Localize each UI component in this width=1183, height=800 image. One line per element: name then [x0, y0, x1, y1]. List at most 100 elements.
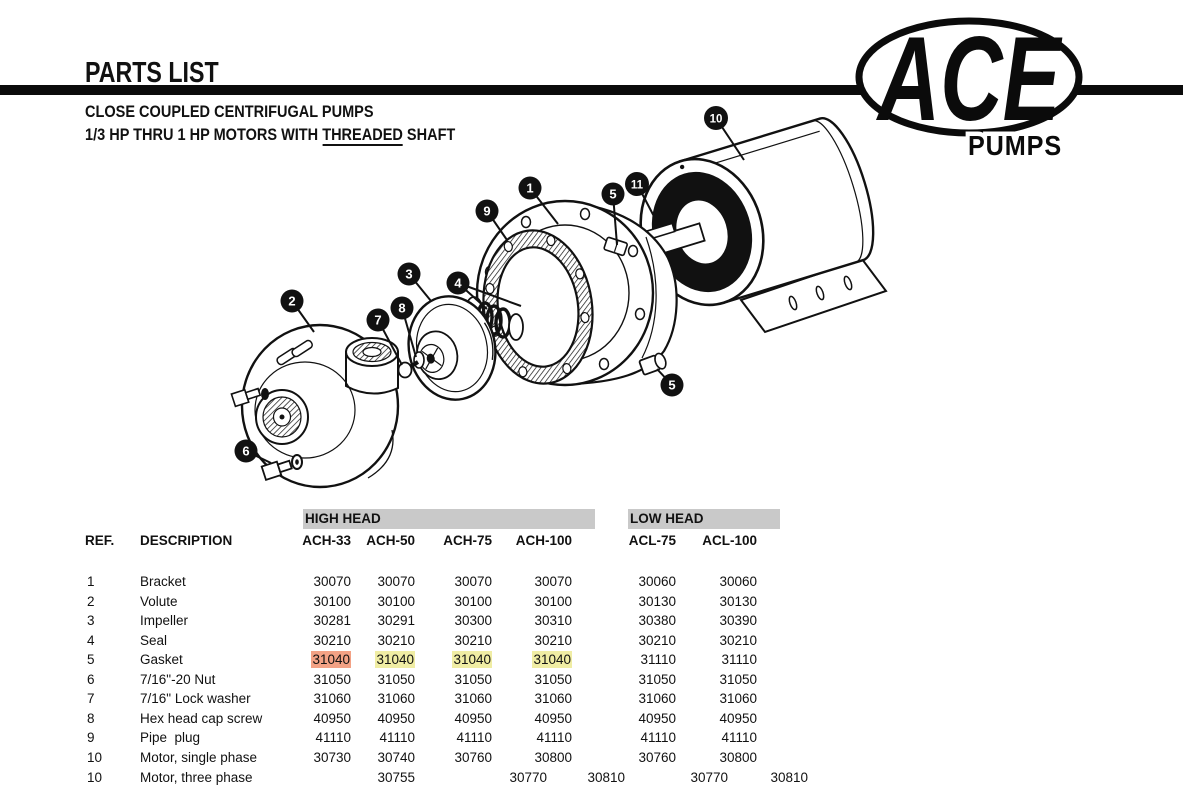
callout-7: 7 — [366, 308, 403, 366]
part-number-cell: 31060 — [377, 691, 415, 707]
part-number-cell: 30800 — [719, 749, 757, 765]
part-number-cell: 31050 — [534, 671, 572, 687]
title-rule — [0, 85, 1183, 95]
description-cell: 7/16"-20 Nut — [140, 671, 216, 687]
svg-text:1: 1 — [526, 181, 533, 196]
ref-cell: 8 — [87, 710, 95, 726]
callout-2: 2 — [280, 289, 315, 333]
part-number-cell: 40950 — [638, 710, 676, 726]
part-number-cell: 30740 — [377, 749, 415, 765]
logo-ellipse — [855, 17, 1083, 137]
ref-cell: 4 — [87, 632, 95, 648]
svg-text:6: 6 — [242, 444, 249, 459]
callout-6: 6 — [234, 439, 272, 464]
part-number-cell: 30800 — [534, 749, 572, 765]
part-number-cell: 30770 — [509, 769, 547, 785]
description-cell: 7/16" Lock washer — [140, 691, 251, 707]
ref-cell: 1 — [87, 574, 95, 589]
part-number-cell: 31040 — [351, 650, 415, 670]
part-number-cell: 31060 — [534, 691, 572, 707]
part-number-cell: 30100 — [534, 593, 572, 609]
part-number-cell: 41110 — [640, 730, 676, 746]
callout-3: 3 — [397, 262, 432, 302]
part-number-cell: 30210 — [454, 632, 492, 648]
part-number-cell: 31060 — [313, 691, 351, 707]
part-number-cell: 30100 — [454, 593, 492, 609]
ace-pumps-logo: ACE PUMPS — [855, 12, 1083, 166]
column-header-ach-33: ACH-33 — [302, 533, 351, 548]
part-number-cell: 30390 — [719, 613, 757, 629]
part-number-cell: 41110 — [315, 730, 351, 746]
part-number-cell: 30810 — [587, 769, 625, 785]
part-number-cell: 31110 — [721, 652, 757, 668]
svg-text:10: 10 — [710, 114, 723, 126]
ref-cell: 5 — [87, 652, 95, 668]
group-header-low-head: LOW HEAD — [628, 509, 780, 529]
part-number-cell: 30760 — [454, 749, 492, 765]
svg-text:9: 9 — [483, 204, 490, 219]
svg-text:5: 5 — [668, 378, 675, 393]
motor-drawing — [636, 117, 888, 334]
part-number-cell: 41110 — [456, 730, 492, 746]
callout-4: 4 — [446, 271, 522, 310]
svg-text:8: 8 — [398, 301, 405, 316]
part-number-cell: 30810 — [770, 769, 808, 785]
description-cell: Bracket — [140, 574, 186, 589]
part-number-cell: 31050 — [454, 671, 492, 687]
part-number-cell: 30130 — [638, 593, 676, 609]
subtitle-line-1: CLOSE COUPLED CENTRIFUGAL PUMPS — [85, 103, 374, 121]
part-number-cell: 30100 — [313, 593, 351, 609]
part-number-cell: 30760 — [638, 749, 676, 765]
ref-cell: 2 — [87, 593, 95, 609]
part-number-cell: 31050 — [638, 671, 676, 687]
part-number-cell: 40950 — [534, 710, 572, 726]
part-number-cell: 30210 — [638, 632, 676, 648]
callout-5: 5 — [601, 182, 625, 246]
part-number-cell: 30300 — [454, 613, 492, 629]
description-cell: Pipe plug — [140, 730, 201, 746]
search-highlight-match: 31040 — [375, 651, 415, 669]
description-cell: Volute — [140, 593, 178, 609]
description-cell: Motor, three phase — [140, 769, 253, 785]
part-number-cell: 31050 — [719, 671, 757, 687]
part-number-cell: 30755 — [377, 769, 415, 785]
part-number-cell: 40950 — [719, 710, 757, 726]
callout-11: 11 — [625, 172, 659, 225]
part-number-cell: 30310 — [534, 613, 572, 629]
part-number-cell: 30291 — [377, 613, 415, 629]
logo-word-text: PUMPS — [968, 130, 1062, 162]
svg-text:3: 3 — [405, 267, 412, 282]
part-number-cell: 30070 — [534, 574, 572, 589]
part-number-cell: 30070 — [377, 574, 415, 589]
part-number-cell: 31040 — [287, 650, 351, 670]
ref-cell: 3 — [87, 613, 95, 629]
part-number-cell: 30281 — [313, 613, 351, 629]
part-number-cell: 30070 — [454, 574, 492, 589]
part-number-cell: 30730 — [313, 749, 351, 765]
part-number-cell: 41110 — [721, 730, 757, 746]
callout-10: 10 — [704, 106, 745, 161]
part-number-cell: 31050 — [377, 671, 415, 687]
part-number-cell: 30060 — [638, 574, 676, 589]
column-header-acl-75: ACL-75 — [628, 533, 676, 548]
impeller-drawing — [407, 295, 497, 401]
part-number-cell: 30060 — [719, 574, 757, 589]
description-cell: Gasket — [140, 652, 183, 668]
pump-exploded-diagram: 1 2 3 4 5 5 6 78 9 10 11 — [230, 106, 888, 489]
part-number-cell: 31060 — [638, 691, 676, 707]
ref-cell: 6 — [87, 671, 95, 687]
group-header-high-head: HIGH HEAD — [303, 509, 595, 529]
callout-8: 8 — [390, 296, 417, 358]
part-number-cell: 30210 — [313, 632, 351, 648]
callout-1: 1 — [518, 176, 559, 225]
search-highlight-match: 31040 — [452, 651, 492, 669]
description-cell: Seal — [140, 632, 168, 648]
